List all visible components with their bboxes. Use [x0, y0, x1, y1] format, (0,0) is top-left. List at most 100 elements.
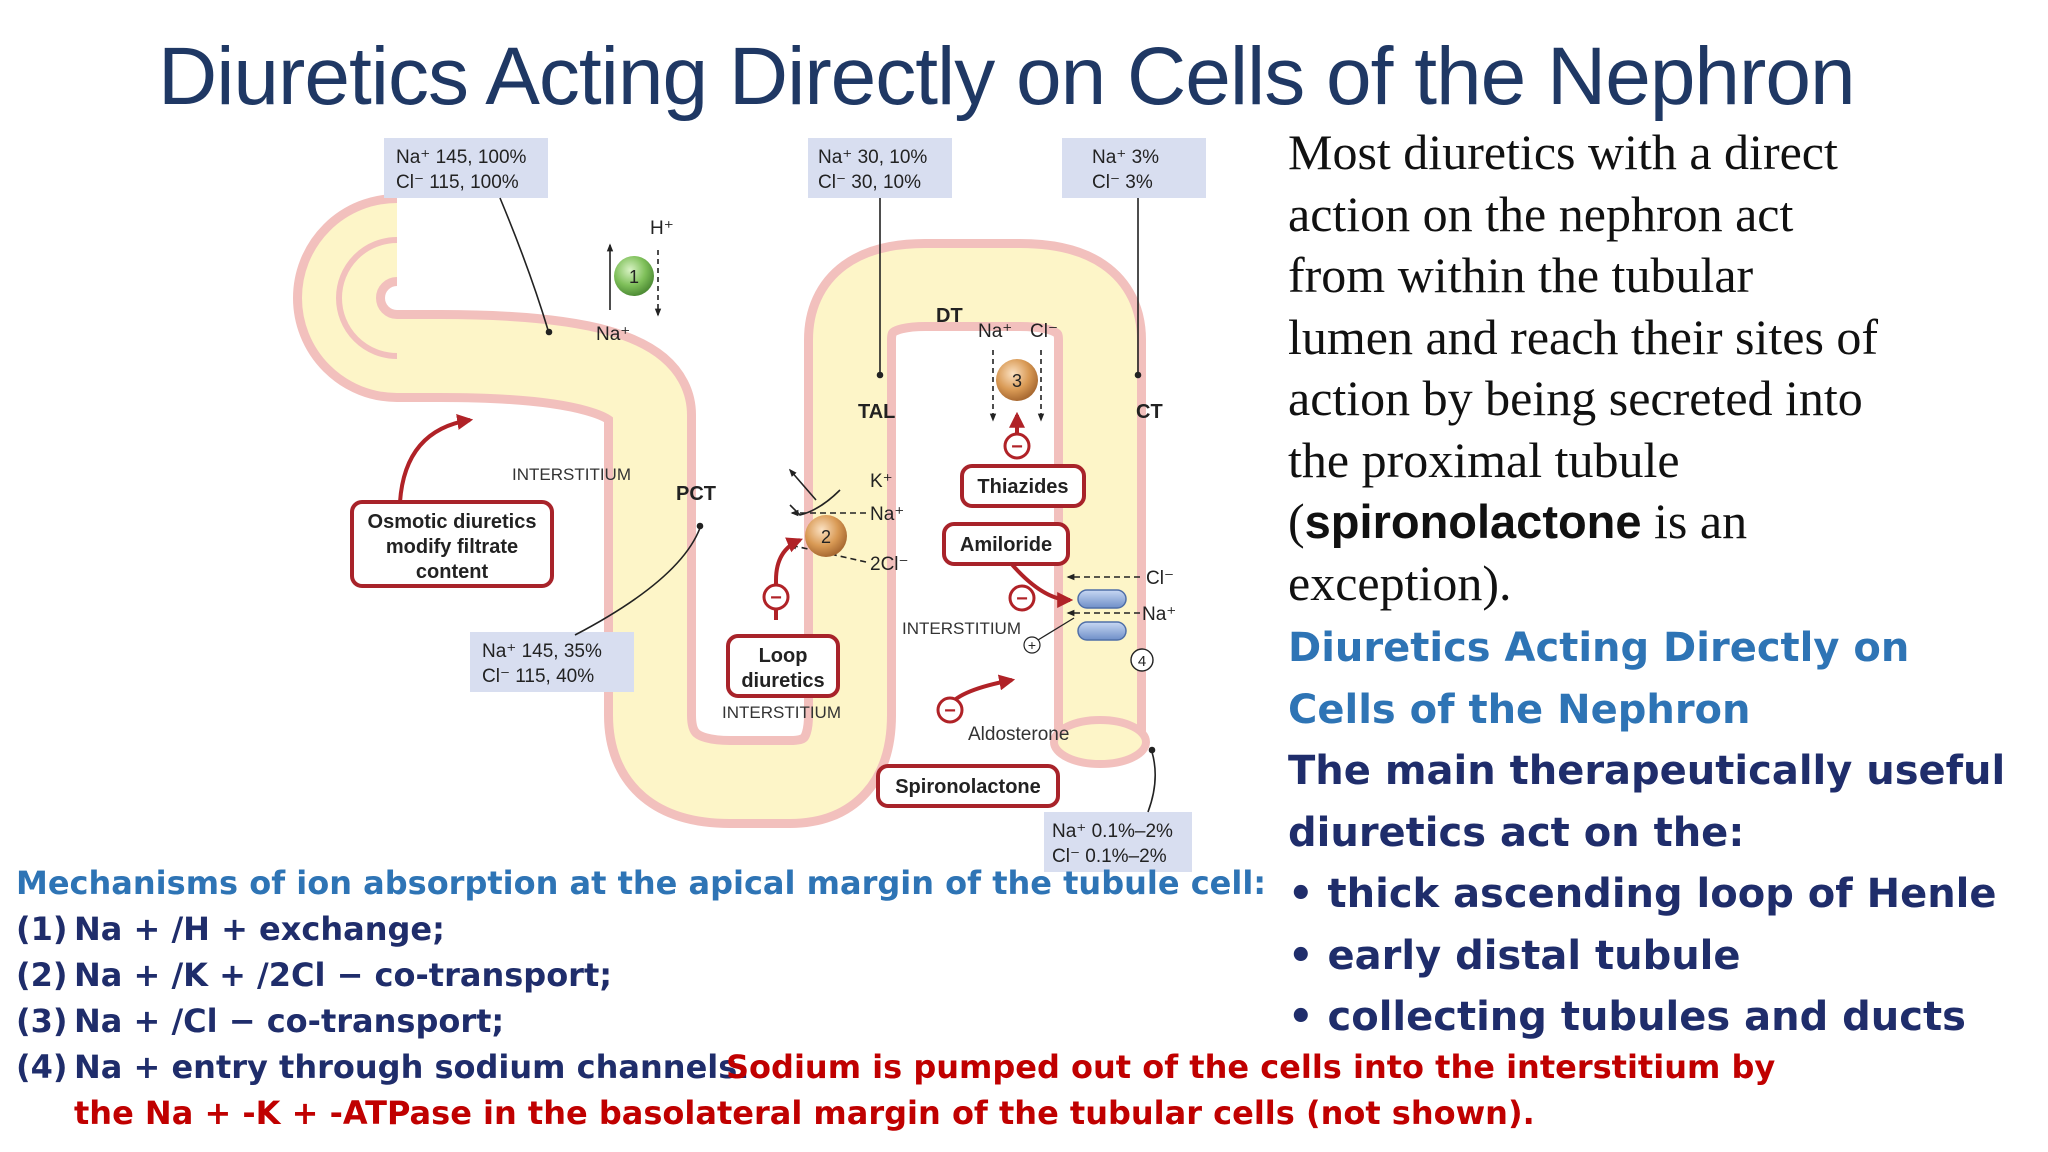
amiloride-minus: −: [1016, 588, 1028, 610]
transporter-4-number: 4: [1138, 653, 1146, 670]
bullet-text-1: thick ascending loop of Henle: [1327, 871, 1997, 917]
conc-box-glomerulus: Na⁺ 145, 100% Cl⁻ 115, 100%: [384, 138, 548, 198]
segment-label-pct: PCT: [676, 483, 716, 505]
main-line-2: diuretics act on the:: [1288, 809, 1745, 856]
osmotic-line-2: modify filtrate: [386, 536, 518, 558]
transporter-4: Cl⁻ Na⁺ 4 +: [1023, 568, 1176, 672]
mechanism-item-2: (2)Na + /K + /2Cl − co-transport;: [16, 956, 612, 994]
transporter-3: 3 Na⁺ Cl⁻: [978, 321, 1058, 422]
transporter-2-number: 2: [821, 527, 831, 547]
intro-after-bold: is an: [1641, 493, 1748, 549]
mechanism-num-4: (4): [16, 1048, 68, 1086]
intro-line-5: action by being secreted into: [1288, 370, 1863, 426]
transporter-1: 1 H⁺ Na⁺: [596, 218, 674, 345]
blue-heading-line-1: Diuretics Acting Directly on: [1288, 625, 1910, 671]
mechanism-item-3: (3)Na + /Cl − co-transport;: [16, 1002, 504, 1040]
bullet-text-3: collecting tubules and ducts: [1327, 994, 1966, 1040]
sodium-channel-top: [1077, 589, 1127, 609]
intro-line-8: exception).: [1288, 554, 1512, 611]
slide-title: Diuretics Acting Directly on Cells of th…: [158, 31, 1856, 122]
ion-na-plus-3: Na⁺: [978, 321, 1012, 342]
osmotic-line-3: content: [416, 561, 489, 583]
mechanism-text-3: Na + /Cl − co-transport;: [74, 1002, 505, 1040]
bullet-text-2: early distal tubule: [1327, 932, 1741, 979]
mechanisms-heading: Mechanisms of ion absorption at the apic…: [16, 864, 1267, 902]
loop-line-1: Loop: [759, 645, 808, 667]
ion-cl-minus-3: Cl⁻: [1030, 321, 1058, 342]
ion-k-plus: K⁺: [870, 471, 893, 492]
conc-box-pct: Na⁺ 145, 35% Cl⁻ 115, 40%: [470, 632, 634, 692]
osmotic-line-1: Osmotic diuretics: [368, 511, 537, 533]
conc-glom-na: Na⁺ 145, 100%: [396, 147, 527, 168]
segment-label-dt: DT: [936, 305, 963, 327]
intro-line-6: the proximal tubule: [1288, 431, 1680, 488]
drug-box-thiazides: Thiazides: [960, 464, 1086, 508]
conc-ct-bottom-cl: Cl⁻ 0.1%–2%: [1052, 846, 1167, 867]
interstitium-label-3: INTERSTITIUM: [722, 703, 841, 722]
transporter-3-number: 3: [1012, 371, 1022, 391]
aldosterone-plus-sign: +: [1028, 637, 1036, 653]
intro-line-3: from within the tubular: [1288, 247, 1754, 303]
tubule: [293, 194, 1150, 828]
drug-box-osmotic: Osmotic diuretics modify filtrate conten…: [350, 500, 554, 588]
ion-na-plus-2: Na⁺: [870, 504, 904, 525]
thiazides-label: Thiazides: [977, 476, 1068, 498]
bullet-dot: •: [1288, 932, 1314, 979]
main-line-1: The main therapeutically useful: [1288, 748, 2006, 794]
conc-pct-na: Na⁺ 145, 35%: [482, 641, 602, 662]
ion-h-plus: H⁺: [650, 218, 674, 239]
sodium-pump-note-line-2: the Na + -K + -ATPase in the basolateral…: [74, 1094, 1535, 1132]
drug-box-spironolactone: Spironolactone: [876, 764, 1060, 808]
transporter-3-sphere: [996, 359, 1038, 401]
blue-heading-line-2: Cells of the Nephron: [1288, 686, 1751, 733]
conc-box-ct-top: Na⁺ 3% Cl⁻ 3%: [1062, 138, 1206, 198]
bullet-item-1: • thick ascending loop of Henle: [1288, 864, 2028, 926]
conc-box-ct-bottom: Na⁺ 0.1%–2% Cl⁻ 0.1%–2%: [1044, 812, 1192, 872]
spironolactone-minus: −: [944, 700, 956, 722]
main-sites-block: The main therapeutically useful diuretic…: [1288, 741, 2028, 1049]
conc-pct-cl: Cl⁻ 115, 40%: [482, 666, 594, 687]
blue-heading: Diuretics Acting Directly on Cells of th…: [1288, 618, 2028, 741]
mechanism-text-1: Na + /H + exchange;: [74, 910, 445, 948]
bullet-dot: •: [1288, 994, 1314, 1040]
bullet-item-2: • early distal tubule: [1288, 926, 2028, 988]
transporter-2: 2 K⁺ Na⁺ 2Cl⁻: [788, 468, 909, 575]
aldosterone-label: Aldosterone: [968, 724, 1069, 745]
mechanism-num-2: (2): [16, 956, 68, 994]
paren-open: (: [1288, 493, 1305, 549]
drug-box-loop: Loop diuretics: [726, 634, 840, 698]
conc-box-tal: Na⁺ 30, 10% Cl⁻ 30, 10%: [808, 138, 952, 198]
intro-line-2: action on the nephron act: [1288, 185, 1794, 242]
inhibit-symbols: − − − −: [762, 432, 1036, 724]
segment-label-tal: TAL: [858, 401, 895, 423]
bullet-item-3: • collecting tubules and ducts: [1288, 987, 2028, 1049]
mechanism-item-4: (4)Na + entry through sodium channels.: [16, 1048, 749, 1086]
conc-tal-cl: Cl⁻ 30, 10%: [818, 172, 921, 193]
intro-line-7: (spironolactone is an: [1288, 491, 2028, 553]
transporter-2-sphere: [805, 515, 847, 557]
transporter-1-sphere: [614, 256, 654, 296]
interstitium-label-2: INTERSTITIUM: [902, 619, 1021, 638]
conc-tal-na: Na⁺ 30, 10%: [818, 147, 927, 168]
loop-minus: −: [770, 587, 782, 609]
intro-line-1: Most diuretics with a direct: [1288, 124, 1838, 180]
spironolactone-bold: spironolactone: [1304, 495, 1642, 548]
mechanism-text-2: Na + /K + /2Cl − co-transport;: [74, 956, 613, 994]
conc-ct-top-na: Na⁺ 3%: [1092, 147, 1159, 168]
conc-glom-cl: Cl⁻ 115, 100%: [396, 172, 519, 193]
mechanism-text-4: Na + entry through sodium channels.: [74, 1048, 750, 1086]
loop-line-2: diuretics: [741, 670, 824, 692]
drug-box-amiloride: Amiloride: [942, 522, 1070, 566]
interstitium-label-1: INTERSTITIUM: [512, 465, 631, 484]
intro-line-4: lumen and reach their sites of: [1288, 308, 1879, 365]
conc-ct-bottom-na: Na⁺ 0.1%–2%: [1052, 821, 1173, 842]
segment-label-ct: CT: [1136, 401, 1163, 423]
sodium-pump-note-line-1: Sodium is pumped out of the cells into t…: [726, 1048, 1776, 1086]
sodium-channel-bottom: [1077, 621, 1127, 641]
mechanism-item-1: (1)Na + /H + exchange;: [16, 910, 445, 948]
transporter-1-number: 1: [629, 267, 639, 287]
thiazide-minus: −: [1011, 436, 1023, 458]
amiloride-label: Amiloride: [960, 534, 1052, 556]
